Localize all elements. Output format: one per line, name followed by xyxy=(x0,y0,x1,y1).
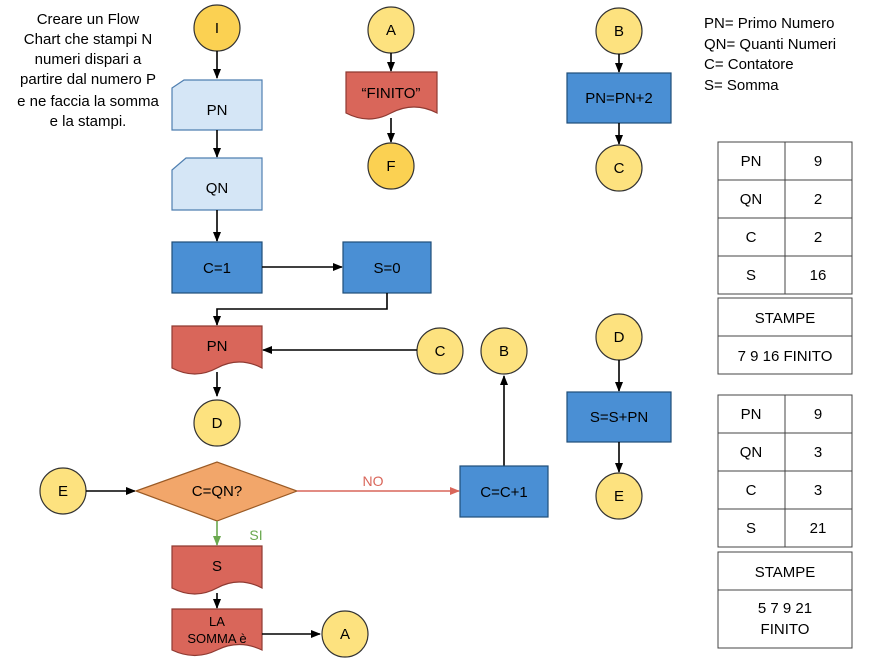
output-pn-label: PN xyxy=(207,338,228,355)
description-line: e ne faccia la somma xyxy=(17,93,159,110)
connector-e-in: E xyxy=(39,467,87,515)
connector-label: C xyxy=(435,343,446,360)
input-pn-box: PN xyxy=(171,79,263,131)
connector-c-out: C xyxy=(595,144,643,192)
problem-description: Creare un Flow Chart che stampi N numeri… xyxy=(17,11,159,130)
connector-b-out: B xyxy=(480,327,528,375)
process-label: PN=PN+2 xyxy=(585,90,653,107)
process-label: C=1 xyxy=(203,260,231,277)
process-pn-plus-2: PN=PN+2 xyxy=(566,72,672,124)
legend-item: C= Contatore xyxy=(704,56,794,73)
table-cell-var: S xyxy=(746,520,756,537)
table-cell-var: S xyxy=(746,267,756,284)
connector-a-out: A xyxy=(321,610,369,658)
trace-table-1: PN 9 QN 2 C 2 S 16 STAMPE 7 9 16 FINITO xyxy=(717,141,853,375)
end-terminal: F xyxy=(367,142,415,190)
connector-d-out: D xyxy=(193,399,241,447)
connector-label: B xyxy=(614,23,624,40)
table-cell-value: 16 xyxy=(810,267,827,284)
legend-item: QN= Quanti Numeri xyxy=(704,36,836,53)
table-cell-value: 21 xyxy=(810,520,827,537)
stampe-header: STAMPE xyxy=(755,564,816,581)
start-label: I xyxy=(215,20,219,37)
connector-label: D xyxy=(212,415,223,432)
table-cell-value: 3 xyxy=(814,444,822,461)
output-sum-label-line: SOMMA è xyxy=(187,631,246,646)
output-s-box: S xyxy=(171,545,263,595)
stampe-header: STAMPE xyxy=(755,310,816,327)
output-finito-label: “FINITO” xyxy=(362,85,421,102)
flow-arrow xyxy=(213,293,388,326)
variable-legend: PN= Primo Numero QN= Quanti Numeri C= Co… xyxy=(704,15,836,94)
table-cell-value: 2 xyxy=(814,191,822,208)
output-sum-box: LA SOMMA è xyxy=(171,608,263,657)
legend-item: S= Somma xyxy=(704,77,779,94)
output-pn-box: PN xyxy=(171,325,263,375)
connector-b-in: B xyxy=(595,7,643,55)
stampe-output: 7 9 16 FINITO xyxy=(738,348,833,365)
description-line: e la stampi. xyxy=(50,113,127,130)
table-cell-var: PN xyxy=(741,153,762,170)
legend-item: PN= Primo Numero xyxy=(704,15,834,32)
process-c-equals-1: C=1 xyxy=(171,241,263,294)
output-finito-box: “FINITO” xyxy=(345,71,438,120)
connector-label: D xyxy=(614,329,625,346)
process-label: C=C+1 xyxy=(480,484,528,501)
input-qn-label: QN xyxy=(206,180,229,197)
connector-label: B xyxy=(499,343,509,360)
yes-branch-label: SI xyxy=(249,527,262,543)
input-qn-box: QN xyxy=(171,157,263,211)
stampe-output: 5 7 9 21 xyxy=(758,600,812,617)
table-cell-var: QN xyxy=(740,191,763,208)
connector-label: E xyxy=(58,483,68,500)
decision-label: C=QN? xyxy=(192,483,242,500)
connector-e-out: E xyxy=(595,472,643,520)
table-cell-value: 2 xyxy=(814,229,822,246)
connector-label: C xyxy=(614,160,625,177)
description-line: partire dal numero P xyxy=(20,71,156,88)
connector-a-in: A xyxy=(367,6,415,54)
table-cell-var: QN xyxy=(740,444,763,461)
description-line: Chart che stampi N xyxy=(24,31,152,48)
process-label: S=S+PN xyxy=(590,409,648,426)
end-label: F xyxy=(386,158,395,175)
table-cell-value: 9 xyxy=(814,153,822,170)
connector-c-in: C xyxy=(416,327,464,375)
connector-d-in: D xyxy=(595,313,643,361)
decision-c-equals-qn: C=QN? xyxy=(134,461,299,522)
connector-label: A xyxy=(386,22,396,39)
process-label: S=0 xyxy=(373,260,400,277)
start-terminal: I xyxy=(193,4,241,52)
output-s-label: S xyxy=(212,558,222,575)
stampe-output: FINITO xyxy=(761,621,810,638)
table-cell-value: 3 xyxy=(814,482,822,499)
process-c-increment: C=C+1 xyxy=(459,465,549,518)
table-cell-value: 9 xyxy=(814,406,822,423)
trace-table-2: PN 9 QN 3 C 3 S 21 STAMPE 5 7 9 21 FINIT… xyxy=(717,394,853,649)
input-pn-label: PN xyxy=(207,102,228,119)
output-sum-label-line: LA xyxy=(209,614,225,629)
process-s-plus-pn: S=S+PN xyxy=(566,391,672,443)
description-line: numeri dispari a xyxy=(35,51,142,68)
no-branch-label: NO xyxy=(363,473,384,489)
table-cell-var: C xyxy=(746,482,757,499)
connector-label: A xyxy=(340,626,350,643)
process-s-equals-0: S=0 xyxy=(342,241,432,294)
table-cell-var: C xyxy=(746,229,757,246)
connector-label: E xyxy=(614,488,624,505)
description-line: Creare un Flow xyxy=(37,11,140,28)
table-cell-var: PN xyxy=(741,406,762,423)
